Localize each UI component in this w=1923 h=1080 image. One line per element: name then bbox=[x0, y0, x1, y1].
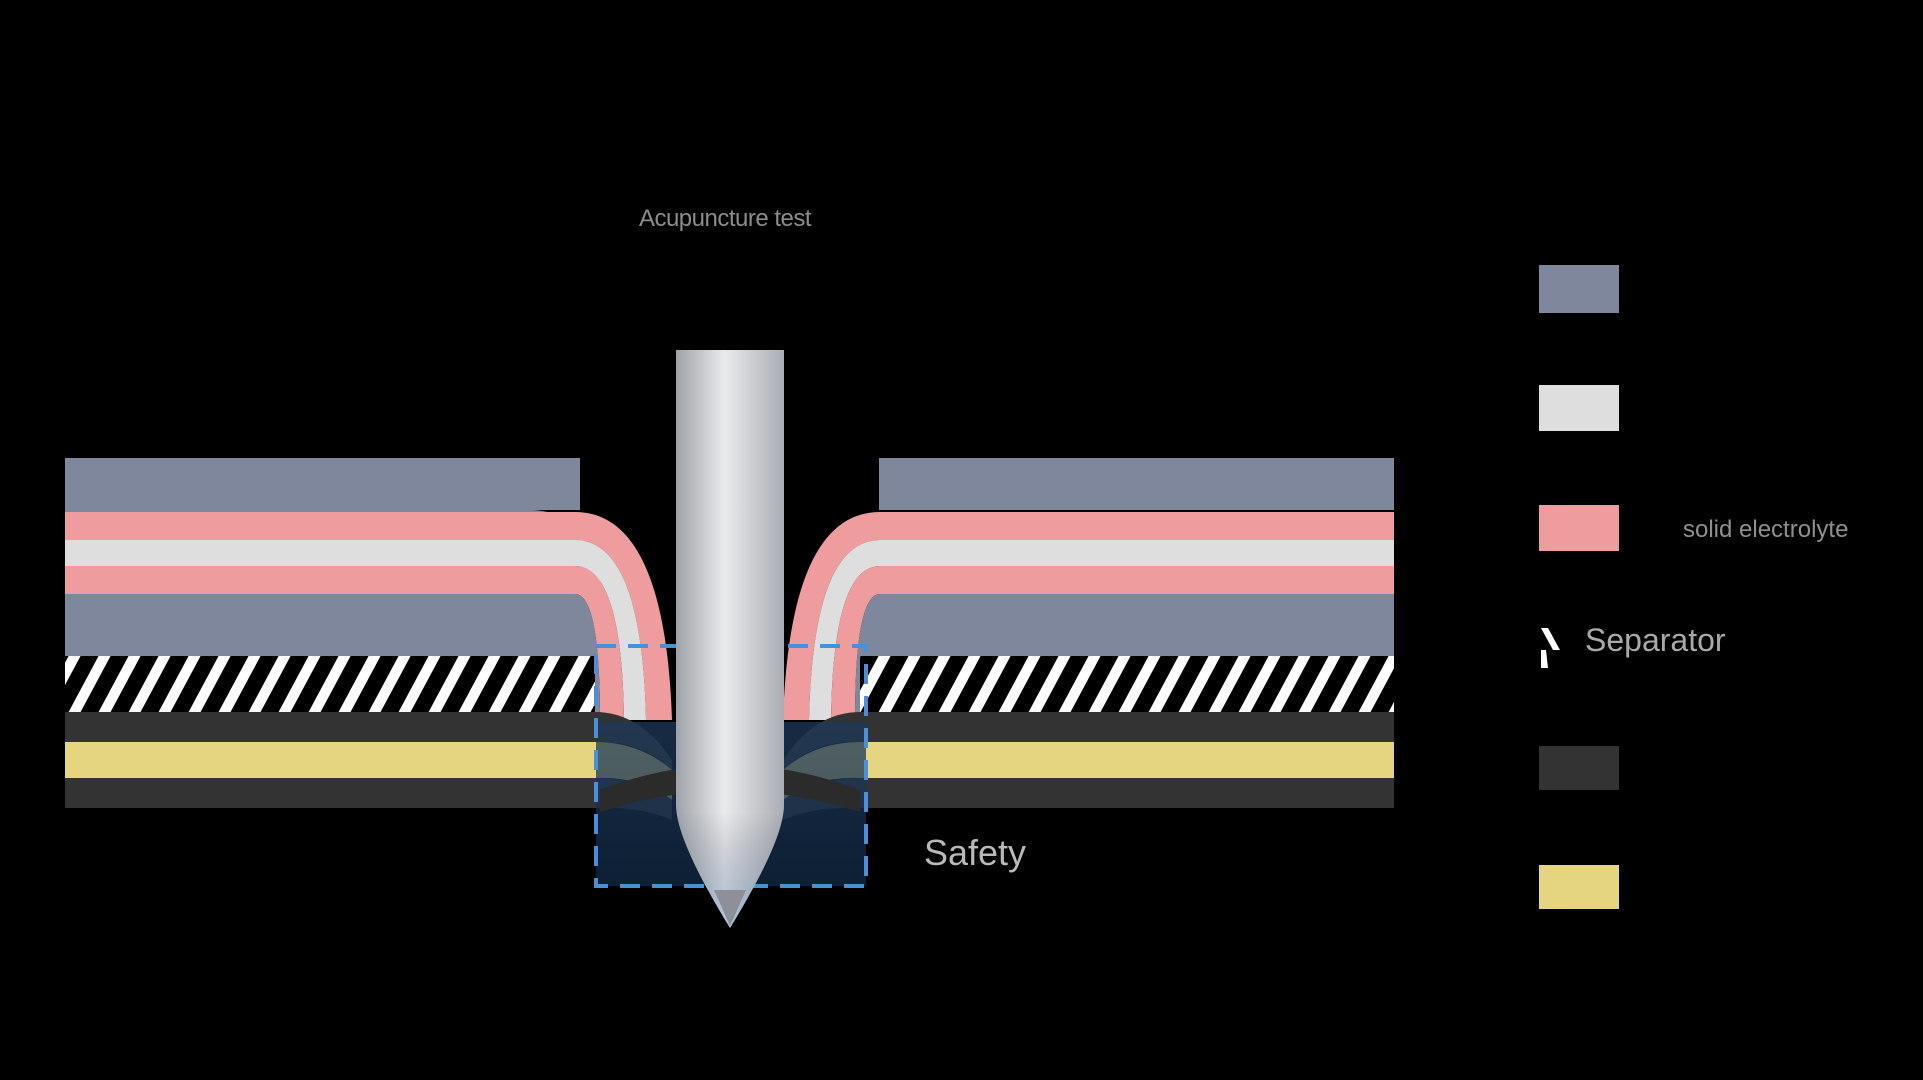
left-white-layer bbox=[65, 540, 646, 720]
left-separator-layer bbox=[65, 656, 595, 712]
legend-swatch-dark bbox=[1539, 746, 1619, 790]
legend-swatch-yellow bbox=[1539, 865, 1619, 909]
safety-label: Safety bbox=[924, 832, 1027, 873]
needle bbox=[676, 350, 784, 928]
right-separator-layer bbox=[860, 656, 1394, 712]
legend-swatch-separator bbox=[1541, 628, 1560, 668]
legend-swatch-pink bbox=[1539, 505, 1619, 551]
right-dark-layer-lower bbox=[783, 778, 1394, 820]
right-top-slate-layer bbox=[879, 458, 1394, 510]
diagram-title: Acupuncture test bbox=[638, 205, 812, 232]
needle-tip bbox=[714, 890, 746, 926]
right-pink-outer-layer bbox=[783, 512, 1394, 720]
left-dark-layer-lower bbox=[65, 778, 672, 820]
right-pink-inner-layer bbox=[831, 566, 1394, 720]
left-dark-layer-upper bbox=[65, 712, 672, 770]
right-white-layer bbox=[809, 540, 1394, 720]
right-yellow-layer bbox=[783, 742, 1394, 800]
right-dark-layer-upper bbox=[783, 712, 1394, 770]
needle-tip-shade bbox=[676, 350, 784, 928]
left-inner-slate-layer bbox=[65, 594, 600, 720]
legend-swatch-slate bbox=[1539, 265, 1619, 313]
left-top-slate-layer bbox=[65, 458, 580, 510]
legend-label-solid-electrolyte: solid electrolyte bbox=[1683, 516, 1849, 543]
left-pink-inner-layer bbox=[65, 566, 624, 720]
left-yellow-layer bbox=[65, 742, 672, 800]
right-inner-slate-layer bbox=[855, 594, 1394, 720]
left-pink-outer-layer bbox=[65, 512, 672, 720]
legend-swatch-white bbox=[1539, 385, 1619, 431]
left-layer-stack bbox=[65, 458, 672, 820]
legend bbox=[1539, 265, 1619, 909]
legend-label-separator: Separator bbox=[1585, 622, 1726, 658]
right-layer-stack bbox=[783, 458, 1394, 820]
